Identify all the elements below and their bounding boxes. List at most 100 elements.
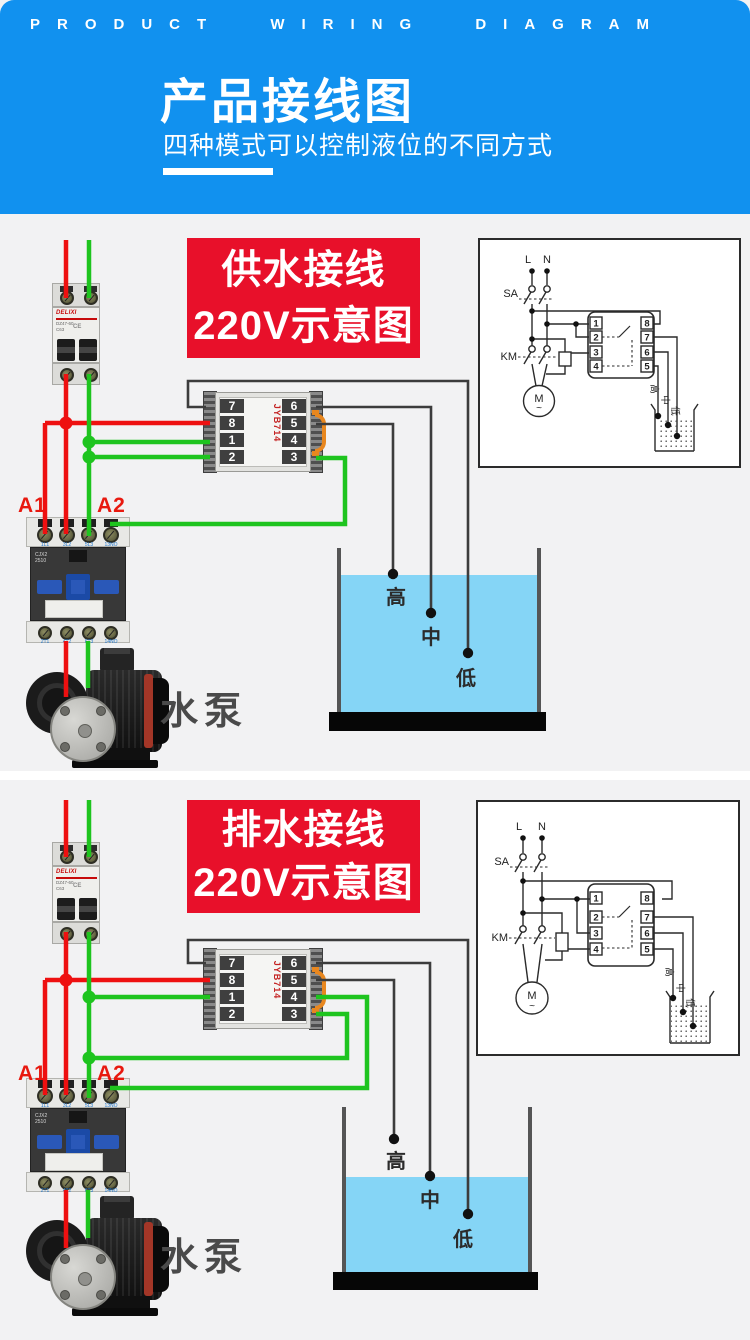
header-banner: PRODUCT WIRING DIAGRAM 产品接线图 四种模式可以控制液位的…	[0, 0, 750, 214]
contactor-screw	[103, 527, 119, 543]
contactor-clamp	[82, 1080, 96, 1088]
contactor-terminal-label: 13NO	[104, 1103, 118, 1109]
contactor-body: CJX2 2510	[30, 547, 126, 621]
contactor-clamp	[60, 519, 74, 527]
water-pump-supply	[22, 648, 170, 772]
relay-terminal-6: 6	[282, 956, 306, 970]
contactor-screw	[60, 626, 74, 640]
contactor-terminal-label: 6T3	[84, 639, 94, 645]
relay-clip	[315, 413, 326, 453]
pump-bolt	[96, 1254, 106, 1264]
junction-dot-red	[59, 416, 73, 430]
contactor-a2-label: A2	[97, 494, 126, 517]
contactor-terminal-label: 3L2	[62, 1103, 72, 1109]
relay-terminal-3: 3	[282, 1007, 306, 1021]
relay-terminal-4: 4	[282, 990, 306, 1004]
probe-label-high: 高	[386, 1151, 406, 1173]
pump-bolt	[96, 706, 106, 716]
breaker-screw	[60, 927, 74, 941]
breaker-screw	[84, 368, 98, 382]
breaker-ce-mark: CE	[73, 883, 82, 889]
section-title-supply-line2: 220V示意图	[193, 304, 414, 348]
pump-hub	[78, 1272, 92, 1286]
pump-bolt	[60, 1290, 70, 1300]
contactor-top-strip: 1L1 3L2 5L3 13NO	[26, 517, 130, 548]
relay-model: JYB714	[272, 403, 282, 443]
contactor-clamp	[38, 519, 52, 527]
circuit-breaker-supply: DELIXI DZ47-60 C63 CE	[52, 283, 100, 385]
pump-junction-lid	[104, 648, 130, 654]
tank-base	[333, 1272, 538, 1290]
contactor-terminal-label: 13NO	[104, 542, 118, 548]
pump-front-flange	[50, 1244, 116, 1310]
contactor-blue-right	[94, 580, 119, 594]
title-underline	[163, 168, 273, 175]
tank-wall-right	[528, 1107, 532, 1274]
pump-bolt	[96, 742, 106, 752]
relay-clip-nub	[312, 1008, 319, 1013]
contactor-model: CJX2 2510	[35, 552, 47, 564]
breaker-screw	[84, 850, 98, 864]
relay-terminal-2: 2	[220, 1007, 244, 1021]
contactor-terminal-label: 2T1	[40, 1188, 50, 1194]
breaker-top-terminals	[52, 842, 100, 866]
contactor-screw	[81, 527, 97, 543]
pump-bolt	[96, 1290, 106, 1300]
relay-terminal-3: 3	[282, 450, 306, 464]
relay-terminal-4: 4	[282, 433, 306, 447]
contactor-terminal-label: 5L3	[84, 1103, 94, 1109]
pump-end-cap	[153, 1226, 169, 1292]
breaker-toggle-right	[79, 898, 97, 920]
contactor-terminal-label: 6T3	[84, 1188, 94, 1194]
contactor-bottom-strip: 2T1 4T2 6T3 14NO	[26, 621, 130, 645]
circuit-breaker-drain: DELIXI DZ47-60 C63 CE	[52, 842, 100, 944]
pump-front-flange	[50, 696, 116, 762]
breaker-model: DZ47-60	[56, 321, 74, 326]
level-relay-drain: 7 8 1 2 6 5 4 3 JYB714	[203, 948, 326, 1030]
contactor-body: CJX2 2510	[30, 1108, 126, 1172]
breaker-body: DELIXI DZ47-60 C63 CE	[52, 866, 100, 922]
contactor-screw	[104, 626, 118, 640]
breaker-screw	[84, 927, 98, 941]
relay-terminal-5: 5	[282, 416, 306, 430]
probe-label-low: 低	[453, 1229, 473, 1251]
contactor-screw	[82, 626, 96, 640]
relay-terminal-7: 7	[220, 956, 244, 970]
contactor-terminal-label: 3L2	[62, 542, 72, 548]
contactor-model: CJX2 2510	[35, 1113, 47, 1125]
contactor-clamp	[82, 519, 96, 527]
page-title: 产品接线图	[160, 76, 416, 129]
contactor-a1-label: A1	[18, 1062, 47, 1085]
breaker-top-terminals	[52, 283, 100, 307]
pump-bolt	[60, 706, 70, 716]
relay-clip-nub	[312, 410, 319, 415]
schematic-box-drain	[476, 800, 740, 1056]
contactor-screw	[104, 1176, 118, 1190]
relay-terminal-8: 8	[220, 973, 244, 987]
pump-junction-lid	[104, 1196, 130, 1202]
breaker-toggle-right	[79, 339, 97, 361]
contactor-screw	[59, 1088, 75, 1104]
pump-band	[144, 1222, 153, 1296]
pump-hub	[78, 724, 92, 738]
contactor-screw	[37, 527, 53, 543]
contactor-detail	[69, 550, 87, 562]
relay-terminal-7: 7	[220, 399, 244, 413]
contactor-model-line2: 2510	[35, 558, 47, 564]
breaker-bottom-terminals	[52, 922, 100, 944]
tank-wall-right	[537, 548, 541, 714]
section-title-supply: 供水接线 220V示意图	[187, 238, 420, 358]
contactor-drain: 1L1 3L2 5L3 13NO CJX2 2510 2T1 4T2 6T3 1…	[26, 1078, 130, 1194]
contactor-supply: 1L1 3L2 5L3 13NO CJX2 2510 2T1 4T2 6T3 1…	[26, 517, 130, 645]
contactor-screw	[81, 1088, 97, 1104]
breaker-screw	[60, 291, 74, 305]
probe-label-low: 低	[456, 668, 476, 690]
section-title-supply-line1: 供水接线	[221, 248, 386, 292]
pump-bolt	[60, 1254, 70, 1264]
relay-terminal-8: 8	[220, 416, 244, 430]
contactor-bottom-strip: 2T1 4T2 6T3 14NO	[26, 1172, 130, 1194]
probe-label-high: 高	[386, 587, 406, 609]
breaker-brand: DELIXI	[56, 310, 77, 316]
breaker-screw	[60, 850, 74, 864]
section-divider	[0, 771, 750, 780]
